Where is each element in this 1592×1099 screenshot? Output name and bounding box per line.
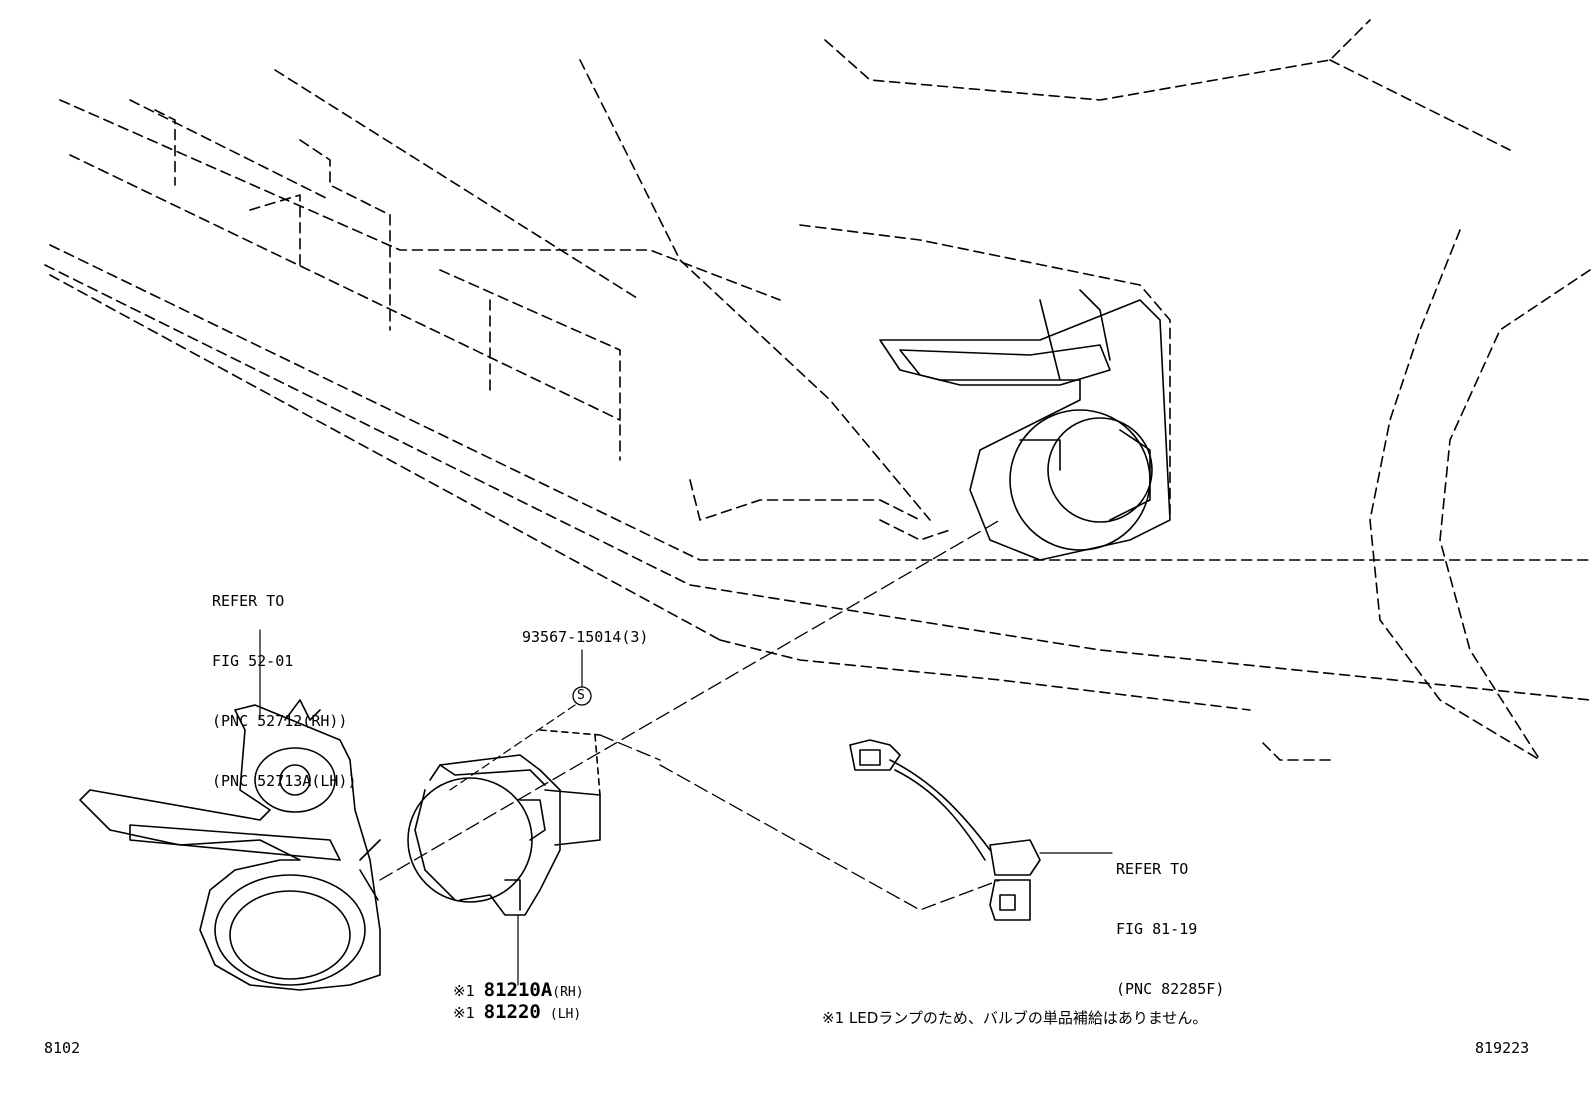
figure-code-right: 819223	[1475, 1039, 1530, 1057]
installed-bezel	[879, 289, 1171, 561]
screw-symbol-circle	[572, 686, 592, 706]
screw-part-number: 93567-15014(3)	[522, 628, 649, 646]
wire-reference-line-1: REFER TO	[1116, 860, 1189, 878]
bumper-phantom	[44, 19, 1591, 761]
fog-lamp-bezel	[79, 699, 381, 991]
screw-leader	[449, 649, 583, 791]
screw-symbol-letter: S	[577, 688, 585, 703]
lamp-lh-side: (LH)	[549, 1007, 582, 1022]
lamp-rh-part-number: 81210A	[483, 979, 553, 1001]
wire-reference-line-3: (PNC 82285F)	[1116, 980, 1225, 998]
bezel-reference-callout: REFER TO FIG 52-01 (PNC 52712(RH)) (PNC …	[212, 551, 357, 831]
lamp-lh-part-number: 81220	[483, 1001, 541, 1023]
bezel-reference-line-1: REFER TO	[212, 592, 285, 610]
lamp-lh-mark: ※1	[453, 1004, 475, 1022]
bezel-reference-line-4: (PNC 52713A(LH))	[212, 772, 357, 790]
bezel-reference-line-3: (PNC 52712(RH))	[212, 712, 348, 730]
wire-harness	[849, 739, 1041, 921]
figure-code-left: 8102	[44, 1039, 81, 1057]
callout-leaders	[259, 629, 1113, 986]
lamp-rh-side: (RH)	[552, 985, 584, 1000]
lamp-rh-mark: ※1	[453, 982, 475, 1000]
lamp-lh-callout: ※1 81220 (LH)	[453, 1002, 581, 1025]
fog-lamp-unit	[407, 729, 601, 916]
wire-reference-callout: REFER TO FIG 81-19 (PNC 82285F)	[1116, 819, 1224, 1039]
install-guide-lines	[379, 519, 1001, 911]
led-lamp-note: ※1 LEDランプのため、バルブの単品補給はありません。	[822, 1009, 1208, 1027]
lamp-rh-callout: ※1 81210A(RH)	[453, 980, 584, 1003]
bezel-reference-line-2: FIG 52-01	[212, 652, 294, 670]
wire-reference-line-2: FIG 81-19	[1116, 920, 1198, 938]
